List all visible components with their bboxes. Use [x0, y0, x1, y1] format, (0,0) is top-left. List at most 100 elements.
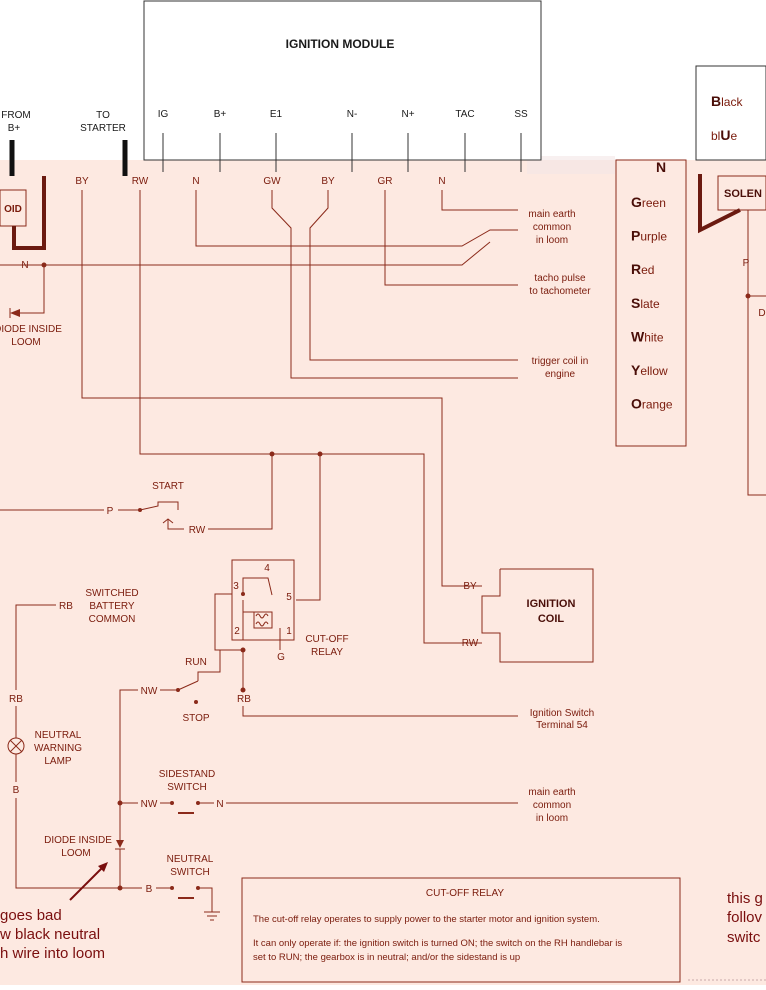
note-line-1: The cut-off relay operates to supply pow…	[253, 914, 600, 925]
cutoff-relay: 4 3 5 2 1	[231, 559, 295, 650]
handwritten-note-right-2: follov	[727, 909, 763, 926]
pin-bplus: B+	[214, 109, 227, 120]
color-key: Black blUe N GreenPurpleRedSlateWhiteYel…	[615, 65, 766, 447]
wire-code-n: N	[192, 176, 199, 187]
dest-main-earth-1-a: main earth	[528, 209, 575, 220]
ignition-coil: IGNITION COIL	[481, 568, 594, 663]
diode-top-label-2: LOOM	[11, 337, 40, 348]
ignition-module: IGNITION MODULE IG B+ E1 N- N+ TAC SS	[143, 0, 542, 172]
cutoff-relay-note: CUT-OFF RELAY The cut-off relay operates…	[241, 877, 681, 983]
pin-nminus: N-	[347, 109, 358, 120]
ignition-module-title: IGNITION MODULE	[286, 37, 395, 51]
color-key-blue: blUe	[711, 127, 737, 143]
relay-pin-4: 4	[264, 563, 270, 574]
cutoff-relay-label-1: CUT-OFF	[305, 634, 348, 645]
neutral-lamp-label-2: WARNING	[34, 743, 82, 754]
wire-code-nw-side: NW	[141, 799, 158, 810]
solen-label: SOLEN	[724, 188, 762, 200]
wire-code-rw-start: RW	[189, 525, 206, 536]
relay-pin-1: 1	[286, 626, 292, 637]
wire-code-rw: RW	[132, 176, 149, 187]
cutoff-relay-label-2: RELAY	[311, 647, 343, 658]
diode-bottom-label-1: DIODE INSIDE	[44, 835, 112, 846]
switched-battery-label-3: COMMON	[89, 614, 136, 625]
wire-code-b-neutral: B	[146, 884, 153, 895]
start-label: START	[152, 481, 184, 492]
solenoid-box-right	[717, 175, 766, 211]
handwritten-note-left-1: goes bad	[0, 907, 62, 924]
sidestand-label-1: SIDESTAND	[159, 769, 216, 780]
ignition-coil-label-1: IGNITION	[527, 598, 576, 610]
wire-code-n-left: N	[21, 260, 28, 271]
relay-pin-3: 3	[233, 581, 239, 592]
wire-code-by-coil: BY	[463, 581, 477, 592]
to-starter-label-2: STARTER	[80, 123, 126, 134]
wire-code-rb-run: RB	[237, 694, 251, 705]
wire-code-by2: BY	[321, 176, 335, 187]
wire-code-p-start: P	[107, 506, 114, 517]
oid-label: OID	[4, 204, 22, 215]
from-bplus-label-1: FROM	[1, 110, 30, 121]
pin-e1: E1	[270, 109, 283, 120]
wire-code-d-right: D	[758, 308, 765, 319]
handwritten-note-right-3: switc	[727, 929, 761, 946]
neutral-lamp-label-1: NEUTRAL	[35, 730, 82, 741]
handwritten-note-right-1: this g	[727, 890, 763, 907]
wire-code-nw-run: NW	[141, 686, 158, 697]
relay-pin-2: 2	[234, 626, 240, 637]
module-wires	[0, 190, 518, 644]
wire-code-p-right: P	[743, 258, 750, 269]
wire-code-rb-lamp: RB	[9, 694, 23, 705]
wire-code-rb-switched: RB	[59, 601, 73, 612]
color-key-item: Purple	[631, 228, 667, 244]
pin-ss: SS	[514, 109, 528, 120]
dest-main-earth-1-c: in loom	[536, 235, 568, 246]
dest-trigger-a: trigger coil in	[532, 356, 589, 367]
dest-tacho-b: to tachometer	[529, 286, 591, 297]
pin-ig: IG	[158, 109, 169, 120]
switched-battery-label-1: SWITCHED	[85, 588, 138, 599]
sidestand-label-2: SWITCH	[167, 782, 206, 793]
color-key-item: Yellow	[631, 362, 668, 378]
dest-main-earth-1-b: common	[533, 222, 571, 233]
dest-trigger-b: engine	[545, 369, 575, 380]
pin-nplus: N+	[401, 109, 414, 120]
dest-main-earth-2-b: common	[533, 800, 571, 811]
color-key-black: Black	[711, 93, 743, 109]
neutral-switch-label-1: NEUTRAL	[167, 854, 214, 865]
from-bplus-label-2: B+	[8, 123, 21, 134]
relay-pin-5: 5	[286, 592, 292, 603]
to-starter-label-1: TO	[96, 110, 110, 121]
dest-tacho-a: tacho pulse	[534, 273, 586, 284]
wire-code-gw: GW	[263, 176, 281, 187]
pin-tac: TAC	[455, 109, 474, 120]
switched-battery-label-2: BATTERY	[89, 601, 135, 612]
color-key-item: Slate	[631, 295, 660, 311]
stop-label: STOP	[182, 713, 209, 724]
dest-ign-switch-a: Ignition Switch	[530, 708, 594, 719]
diode-bottom-label-2: LOOM	[61, 848, 90, 859]
color-key-item: Red	[631, 261, 654, 277]
wire-code-n2: N	[438, 176, 445, 187]
wire-code-by: BY	[75, 176, 89, 187]
wire-code-b-lamp: B	[13, 785, 20, 796]
dest-main-earth-2-a: main earth	[528, 787, 575, 798]
handwritten-note-left-2: w black neutral	[0, 926, 100, 943]
color-key-top-partial: N	[656, 159, 666, 175]
note-title: CUT-OFF RELAY	[426, 888, 504, 899]
wire-code-g-relay: G	[277, 652, 285, 663]
note-line-3: set to RUN; the gearbox is in neutral; a…	[253, 952, 520, 963]
run-label: RUN	[185, 657, 207, 668]
diode-top-label-1: DIODE INSIDE	[0, 324, 62, 335]
dest-main-earth-2-c: in loom	[536, 813, 568, 824]
wire-code-gr: GR	[378, 176, 393, 187]
color-key-item: Orange	[631, 396, 673, 412]
neutral-lamp-label-3: LAMP	[44, 756, 72, 767]
color-key-item: Green	[631, 194, 666, 210]
wire-code-rw-coil: RW	[462, 638, 479, 649]
wire-code-n-side: N	[216, 799, 223, 810]
note-line-2: It can only operate if: the ignition swi…	[253, 938, 622, 949]
handwritten-note-left-3: h wire into loom	[0, 945, 105, 962]
